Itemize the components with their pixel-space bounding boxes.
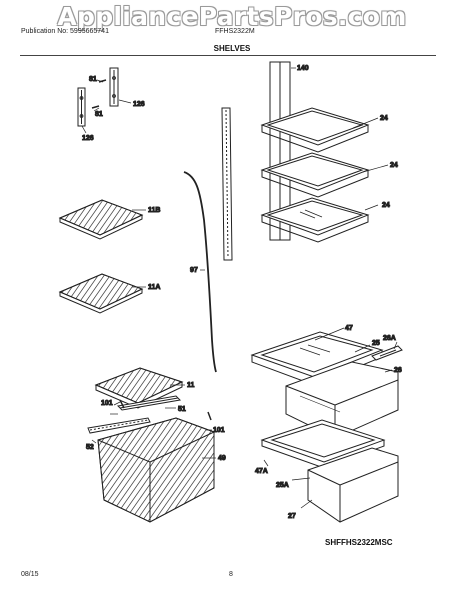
callout-11b: 11B [148, 207, 160, 214]
trim-strip [221, 107, 233, 261]
callout-51: 51 [178, 406, 186, 413]
callout-27: 27 [288, 513, 296, 520]
glass-shelf-middle-part-24 [260, 152, 370, 198]
wire-shelf-part-11a [58, 273, 144, 314]
callout-47a: 47A [255, 468, 268, 475]
callout-101-b: 101 [213, 427, 225, 434]
section-title: SHELVES [213, 44, 251, 53]
callout-81-a: 81 [89, 76, 97, 83]
wire-shelf-part-11b [58, 199, 144, 240]
watermark: AppliancePartsPros.com [57, 2, 407, 31]
header-rule [20, 55, 436, 56]
model-number: FFHS2322M [215, 28, 255, 35]
callout-97: 97 [190, 267, 198, 274]
wire-trim-part-97 [183, 171, 217, 373]
callout-49: 49 [218, 455, 226, 462]
callout-140: 140 [297, 65, 309, 72]
shelf-bracket-part-126 [77, 67, 119, 127]
freezer-basket-part-49 [97, 417, 215, 523]
glass-shelf-bottom-part-24 [260, 197, 370, 243]
glass-shelf-top-part-24 [260, 107, 370, 153]
callout-11a: 11A [148, 284, 160, 291]
footer-page-number: 8 [229, 571, 233, 578]
callout-26a: 26A [383, 335, 396, 342]
callout-25a: 25A [276, 482, 289, 489]
callout-24-c: 24 [382, 202, 390, 209]
basket-rail-part-52 [87, 417, 151, 434]
crisper-drawer-part-27 [307, 447, 399, 523]
callout-126-a: 126 [133, 101, 145, 108]
callout-11: 11 [187, 382, 195, 389]
screw-part-101 [119, 399, 212, 421]
drawing-id: SHFFHS2322MSC [325, 538, 393, 547]
callout-26: 26 [394, 367, 402, 374]
drawer-bracket-part-26a [371, 345, 403, 361]
callout-101-a: 101 [101, 400, 113, 407]
callout-126-b: 126 [82, 135, 94, 142]
publication-number: Publication No: 5995665741 [21, 28, 109, 35]
footer-date: 08/15 [21, 571, 39, 578]
callout-81-b: 81 [95, 111, 103, 118]
basket-slide-part-51 [116, 395, 182, 411]
crisper-drawer-part-26 [285, 361, 399, 439]
screw-part-81 [91, 79, 107, 109]
callout-24-b: 24 [390, 162, 398, 169]
callout-24-a: 24 [380, 115, 388, 122]
callout-52: 52 [86, 444, 94, 451]
callout-47: 47 [345, 325, 353, 332]
callout-25: 25 [372, 340, 380, 347]
